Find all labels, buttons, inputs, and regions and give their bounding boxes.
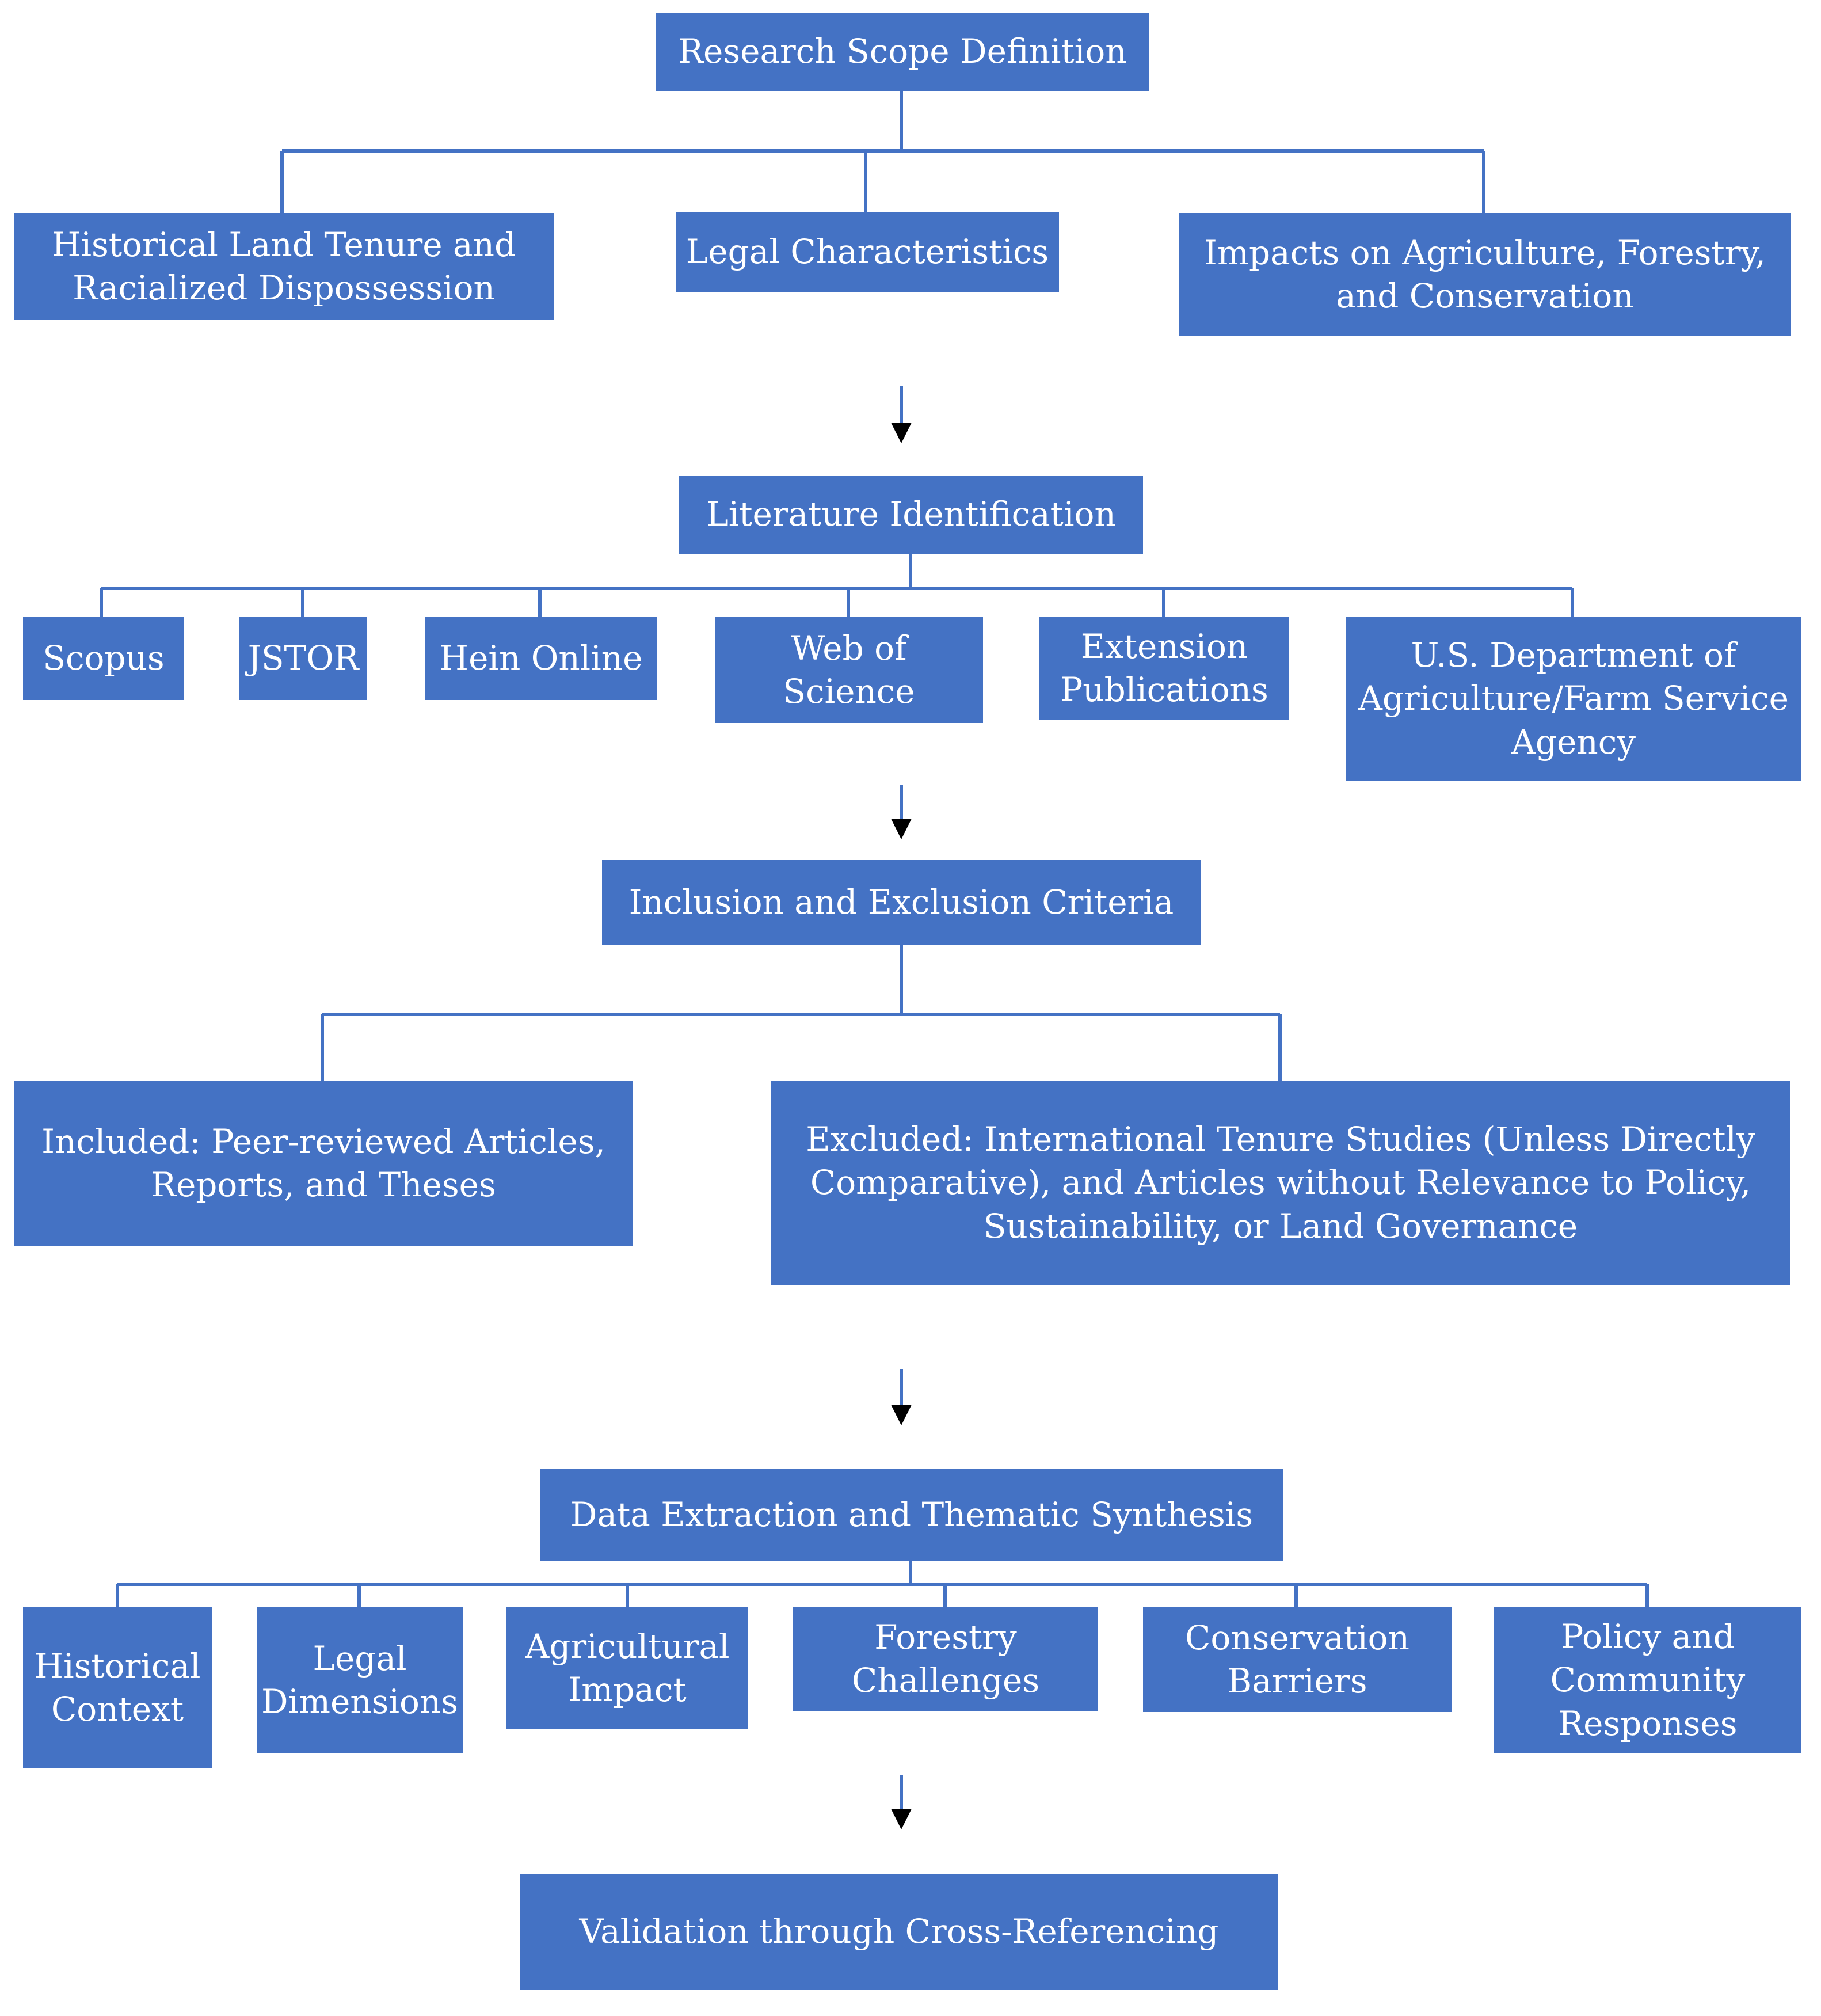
theme-box: Legal Dimensions xyxy=(257,1607,463,1753)
scope-child-box: Impacts on Agriculture, Forestry, and Co… xyxy=(1179,213,1791,336)
validation-box: Validation through Cross-Referencing xyxy=(520,1874,1278,1990)
database-label: Web of Science xyxy=(783,628,915,711)
validation-title: Validation through Cross-Referencing xyxy=(579,1912,1219,1952)
criteria-box: Inclusion and Exclusion Criteria xyxy=(602,860,1201,945)
literature-identification-title: Literature Identification xyxy=(706,495,1116,534)
theme-label: Policy and Community Responses xyxy=(1550,1616,1746,1743)
scope-child-box: Historical Land Tenure and Racialized Di… xyxy=(14,213,554,320)
arrow-down-icon xyxy=(891,1369,912,1425)
database-box: Hein Online xyxy=(425,617,657,700)
literature-identification-box: Literature Identification xyxy=(679,476,1143,554)
theme-box: Agricultural Impact xyxy=(506,1607,748,1729)
included-box: Included: Peer-reviewed Articles, Report… xyxy=(14,1081,633,1246)
criteria-title: Inclusion and Exclusion Criteria xyxy=(628,883,1174,922)
theme-box: Conservation Barriers xyxy=(1143,1607,1452,1712)
theme-label: Legal Dimensions xyxy=(261,1638,459,1721)
scope-child-label: Impacts on Agriculture, Forestry, and Co… xyxy=(1204,233,1766,315)
arrow-down-icon xyxy=(891,1775,912,1829)
research-scope-box: Research Scope Definition xyxy=(656,13,1149,91)
database-label: Hein Online xyxy=(439,638,643,678)
scope-child-box: Legal Characteristics xyxy=(676,212,1059,292)
theme-box: Forestry Challenges xyxy=(793,1607,1098,1711)
database-label: Scopus xyxy=(43,638,165,678)
theme-label: Agricultural Impact xyxy=(525,1626,730,1709)
excluded-box: Excluded: International Tenure Studies (… xyxy=(771,1081,1790,1285)
arrow-down-icon xyxy=(891,386,912,443)
included-label: Included: Peer-reviewed Articles, Report… xyxy=(41,1121,605,1204)
database-box: U.S. Department of Agriculture/Farm Serv… xyxy=(1346,617,1801,781)
research-scope-title: Research Scope Definition xyxy=(678,32,1127,71)
arrow-down-icon xyxy=(891,785,912,839)
theme-box: Historical Context xyxy=(23,1607,212,1768)
database-box: Scopus xyxy=(23,617,184,700)
database-box: Web of Science xyxy=(715,617,983,723)
synthesis-box: Data Extraction and Thematic Synthesis xyxy=(540,1469,1283,1561)
theme-label: Forestry Challenges xyxy=(851,1617,1040,1700)
theme-label: Historical Context xyxy=(34,1646,201,1729)
excluded-label: Excluded: International Tenure Studies (… xyxy=(806,1119,1755,1246)
scope-child-label: Historical Land Tenure and Racialized Di… xyxy=(51,225,516,307)
theme-box: Policy and Community Responses xyxy=(1494,1607,1801,1753)
database-box: Extension Publications xyxy=(1039,617,1289,720)
database-label: JSTOR xyxy=(247,638,359,678)
theme-label: Conservation Barriers xyxy=(1185,1618,1409,1701)
database-box: JSTOR xyxy=(239,617,367,700)
database-label: U.S. Department of Agriculture/Farm Serv… xyxy=(1358,635,1789,762)
database-label: Extension Publications xyxy=(1060,626,1268,709)
synthesis-title: Data Extraction and Thematic Synthesis xyxy=(570,1495,1254,1535)
scope-child-label: Legal Characteristics xyxy=(685,232,1049,272)
